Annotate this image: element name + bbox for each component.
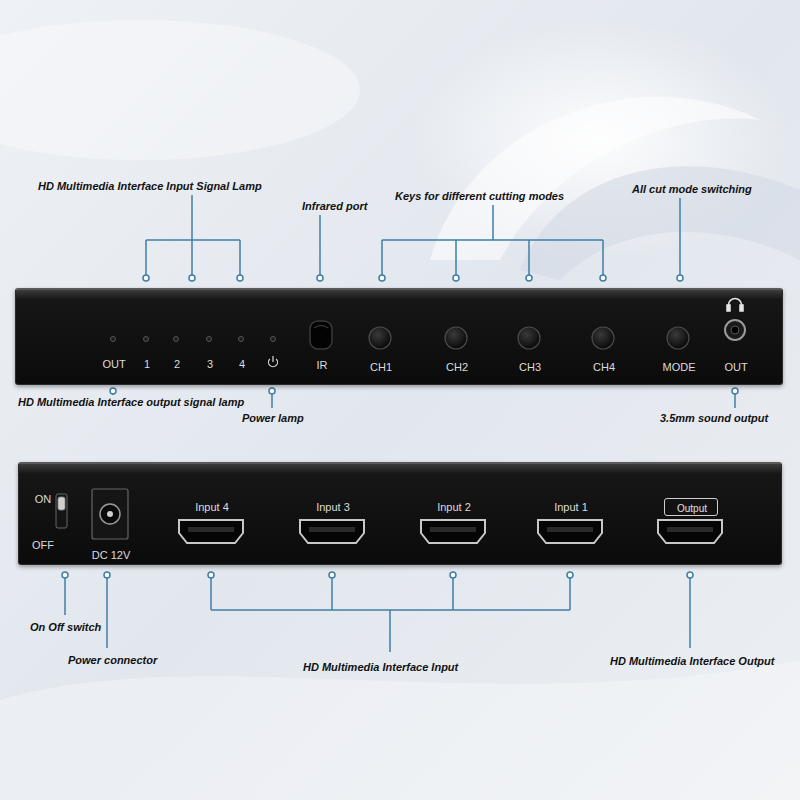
front-panel: OUT 1 2 3 4 IR CH1 CH2 CH3 CH4 MODE OUT [15,288,783,385]
panel-marking: OFF [32,539,54,552]
leader-dot [62,572,68,578]
panel-marking: Input 1 [554,501,588,514]
panel-marking: Input 2 [437,501,471,514]
leader-dot [526,275,532,281]
leader-dot [143,275,149,281]
panel-marking: Input 3 [316,501,350,514]
panel-marking: MODE [663,361,696,374]
leader-dot [329,572,335,578]
leader-bracket [382,205,603,278]
callout-label: HD Multimedia Interface Output [610,654,774,668]
callout-label: On Off switch [30,620,101,634]
leader-bracket [146,195,240,278]
leader-dot [208,572,214,578]
leader-dot [104,572,110,578]
leader-lines [65,195,735,652]
panel-marking: ON [35,493,52,506]
panel-marking: Input 4 [195,501,229,514]
leader-bracket [211,575,570,652]
panel-marking: OUT [102,358,125,371]
background-swirl [0,660,800,800]
leader-line [106,575,108,648]
callout-label: HD Multimedia Interface Input [303,660,458,674]
leader-line [64,575,66,615]
panel-marking: DC 12V [92,549,131,562]
leader-dot [567,572,573,578]
callout-label: Power lamp [242,411,304,425]
leader-dot [379,275,385,281]
background-swirl [0,20,360,160]
leader-dot [189,275,195,281]
panel-marking: CH1 [370,361,392,374]
leader-dot [237,275,243,281]
callout-label: All cut mode switching [632,182,752,196]
leader-dot [317,275,323,281]
panel-marking: CH4 [593,361,615,374]
callout-label: Infrared port [302,199,367,213]
port-label: Output [677,502,707,515]
leader-dot [269,388,275,394]
leader-dot [450,572,456,578]
panel-marking: 4 [239,358,245,371]
panel-marking: CH2 [446,361,468,374]
panel-marking: 1 [144,358,150,371]
leader-dot [677,275,683,281]
callout-label: 3.5mm sound output [660,411,768,425]
leader-dot [110,388,116,394]
panel-marking: CH3 [519,361,541,374]
leader-line [319,215,321,278]
callout-label: Keys for different cutting modes [395,189,564,203]
leader-dot [600,275,606,281]
output-label-box: Output [664,498,718,516]
rear-panel: ON OFF DC 12V Input 4 Input 3 Input 2 Input 1 O… [18,462,782,565]
panel-marking: 2 [174,358,180,371]
panel-marking: IR [317,359,328,372]
leader-line [679,198,681,278]
leader-dot [687,572,693,578]
panel-marking: OUT [724,361,747,374]
background-swirl [520,166,800,280]
leader-dot [453,275,459,281]
callout-label: Power connector [68,653,157,667]
leader-dot [732,388,738,394]
callout-label: HD Multimedia Interface Input Signal Lam… [38,179,262,193]
leader-line [689,575,691,648]
callout-label: HD Multimedia Interface output signal la… [18,395,244,409]
panel-marking: 3 [207,358,213,371]
